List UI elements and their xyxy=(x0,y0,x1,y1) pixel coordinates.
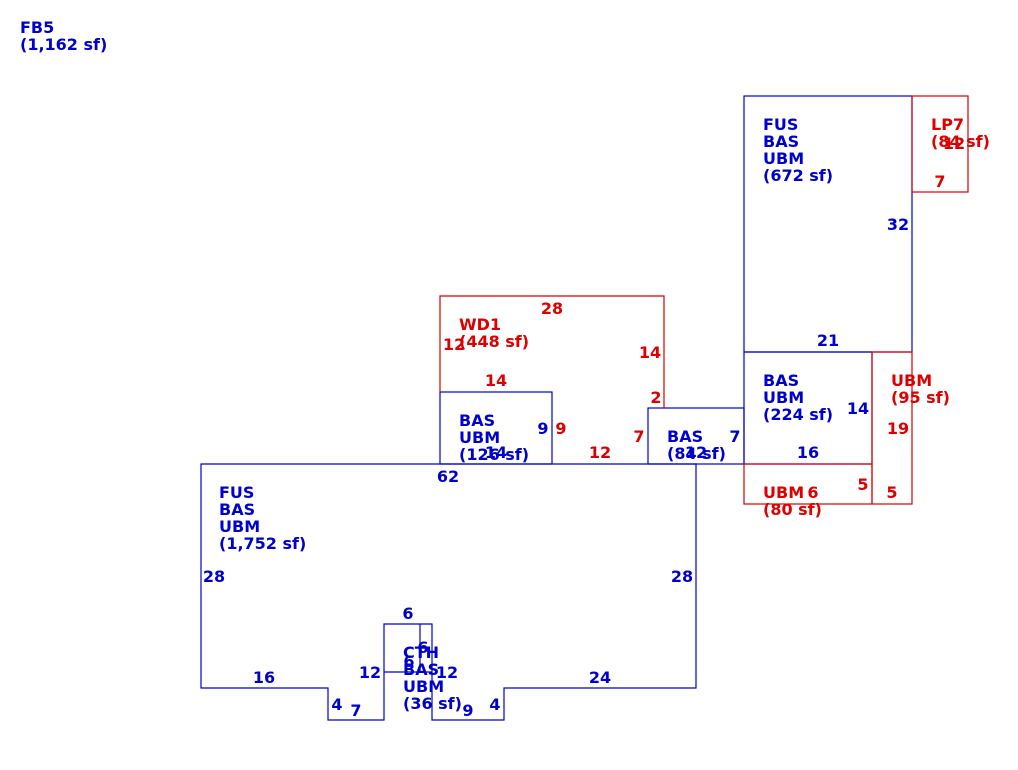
dim-cth-inner-side: 6 xyxy=(403,652,414,671)
bas-126-outline xyxy=(439,391,553,465)
area-label-wd1: WD1 (448 sf) xyxy=(459,315,529,351)
lp7-outline xyxy=(911,95,969,193)
dim-notch-left-bottom: 7 xyxy=(350,701,361,720)
dim-ubm95-right: 19 xyxy=(887,419,909,438)
cth-inner-outline xyxy=(384,624,432,673)
ubm-80-outline xyxy=(743,463,873,505)
dim-wd1-left: 12 xyxy=(443,335,465,354)
dim-bas126-bottom: 14 xyxy=(485,443,507,462)
dim-bas84-right: 7 xyxy=(729,427,740,446)
dim-notch-right-riser: 4 xyxy=(489,695,500,714)
area-label-bas-84: BAS (84 sf) xyxy=(667,427,726,463)
area-label-bas-126: BAS UBM (126 sf) xyxy=(459,411,529,464)
dim-notch-right-bottom: 9 xyxy=(462,701,473,720)
dim-lp7-bottom: 7 xyxy=(934,172,945,191)
dim-main-right: 28 xyxy=(671,567,693,586)
area-label-cth: CTH BAS UBM (36 sf) xyxy=(403,643,462,713)
dim-main-left: 28 xyxy=(203,567,225,586)
sketch-summary: FB5 (1,162 sf) xyxy=(20,19,107,53)
dim-upper-bottom: 21 xyxy=(817,331,839,350)
dim-cth-side-right: 12 xyxy=(436,663,458,682)
dim-bas126-right: 9 xyxy=(537,419,548,438)
dim-wd1-step: 2 xyxy=(650,388,661,407)
dim-main-top: 62 xyxy=(437,467,459,486)
dim-bas224-right: 14 xyxy=(847,399,869,418)
dim-ubm80-side: 6 xyxy=(807,483,818,502)
dim-lp7-right: 12 xyxy=(943,134,965,153)
wd1-deck-outline xyxy=(439,295,665,408)
sketch-summary-code: FB5 xyxy=(20,18,55,37)
dim-cth-top: 6 xyxy=(402,604,413,623)
dim-cth-side-left: 12 xyxy=(359,663,381,682)
area-label-main: FUS BAS UBM (1,752 sf) xyxy=(219,483,306,553)
dim-ubm80-right: 5 xyxy=(857,475,868,494)
dim-wd1-bottom: 12 xyxy=(589,443,611,462)
red-outlines xyxy=(439,95,969,505)
dim-wd1-side-7: 7 xyxy=(633,427,644,446)
area-label-lp7: LP7 (84 sf) xyxy=(931,115,990,151)
sketch-summary-area: (1,162 sf) xyxy=(20,35,108,54)
area-label-ubm-80: UBM (80 sf) xyxy=(763,483,822,519)
dim-main-bottom-left: 16 xyxy=(253,668,275,687)
blue-dimensions: 62 28 28 16 24 4 7 4 9 6 12 12 6 6 9 14 … xyxy=(203,215,909,720)
dim-wd1-right: 14 xyxy=(639,343,661,362)
dim-cth-inner-top: 6 xyxy=(417,638,428,657)
dim-bas224-bottom: 16 xyxy=(797,443,819,462)
dim-upper-right: 32 xyxy=(887,215,909,234)
red-dimensions: 28 12 14 14 2 9 7 12 12 7 19 5 5 6 xyxy=(443,134,965,502)
dim-notch-left-riser: 4 xyxy=(331,695,342,714)
area-label-ubm-95: UBM (95 sf) xyxy=(891,371,950,407)
ubm-95-outline xyxy=(871,351,913,505)
dim-ubm95-bottom: 5 xyxy=(886,483,897,502)
dim-wd1-side-9: 9 xyxy=(555,419,566,438)
blue-outlines xyxy=(200,95,913,721)
area-label-bas-224: BAS UBM (224 sf) xyxy=(763,371,833,424)
dim-bas84-bottom: 12 xyxy=(685,443,707,462)
area-label-upper-right: FUS BAS UBM (672 sf) xyxy=(763,115,833,185)
main-floor-outline xyxy=(200,463,697,721)
dim-main-bottom-right: 24 xyxy=(589,668,611,687)
dim-wd1-top: 28 xyxy=(541,299,563,318)
dim-wd1-inner: 14 xyxy=(485,371,507,390)
